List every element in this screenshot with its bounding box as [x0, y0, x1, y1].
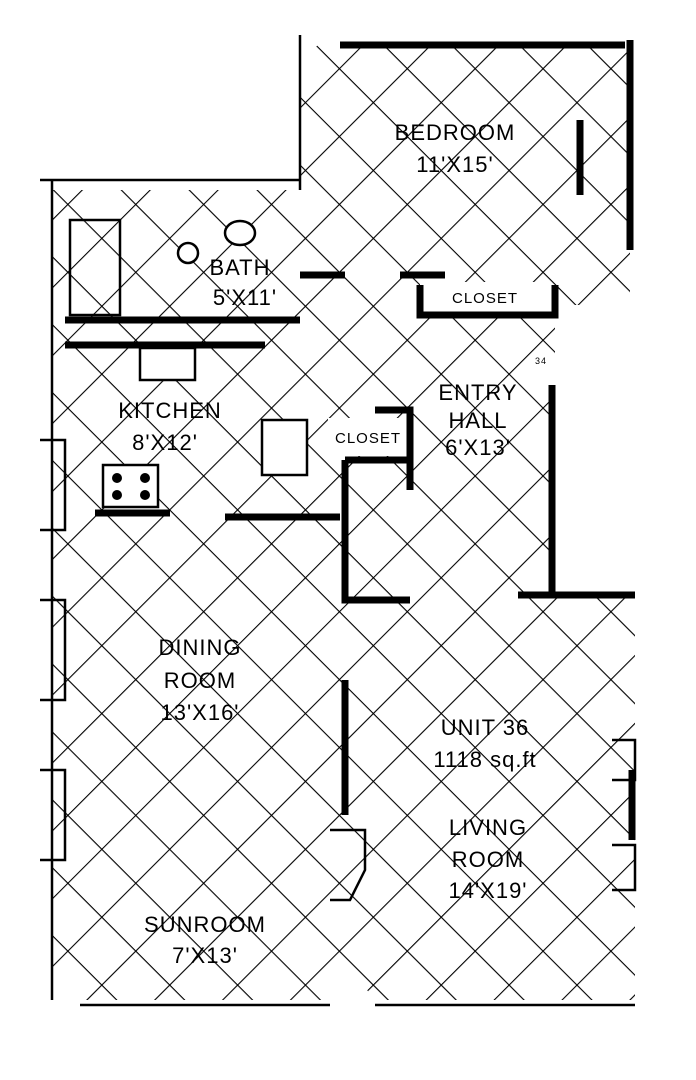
closet-label: CLOSET — [335, 430, 401, 447]
sink — [138, 346, 197, 382]
kitchen-name: KITCHEN — [118, 398, 222, 423]
living-size: 14'X19' — [448, 878, 527, 903]
unit-area: 1118 sq.ft — [433, 747, 536, 772]
burner-icon — [112, 490, 122, 500]
dining-size: 13'X16' — [160, 700, 239, 725]
sunroom-size: 7'X13' — [172, 943, 238, 968]
burner-icon — [140, 490, 150, 500]
living-name-2: ROOM — [452, 847, 524, 872]
bathtub — [68, 218, 122, 317]
dimension-note: 34 — [535, 356, 547, 366]
burner-icon — [112, 473, 122, 483]
entry-size: 6'X13' — [445, 435, 511, 460]
refrigerator — [260, 418, 309, 477]
bath-size: 5'X11' — [213, 285, 277, 310]
closet-bedroom-box — [420, 282, 550, 314]
stove — [101, 463, 160, 509]
bedroom-size: 11'X15' — [416, 152, 493, 177]
fixtures — [68, 218, 550, 509]
toilet — [223, 219, 257, 247]
dining-name-2: ROOM — [164, 668, 236, 693]
dining-name-1: DINING — [159, 635, 242, 660]
entry-name-2: HALL — [448, 408, 507, 433]
entry-name-1: ENTRY — [438, 380, 517, 405]
unit-label: UNIT 36 — [441, 715, 530, 740]
burner-icon — [140, 473, 150, 483]
bedroom-name: BEDROOM — [395, 120, 516, 145]
sunroom-name: SUNROOM — [144, 912, 266, 937]
kitchen-size: 8'X12' — [132, 430, 198, 455]
closet-entry-box — [328, 418, 408, 456]
room-labels: BEDROOM 11'X15' BATH 5'X11' CLOSET KITCH… — [118, 120, 547, 968]
closet-label: CLOSET — [452, 290, 518, 307]
bath-name: BATH — [209, 255, 270, 280]
living-name-1: LIVING — [449, 815, 527, 840]
bath-sink — [176, 241, 200, 265]
walls — [40, 35, 637, 1007]
